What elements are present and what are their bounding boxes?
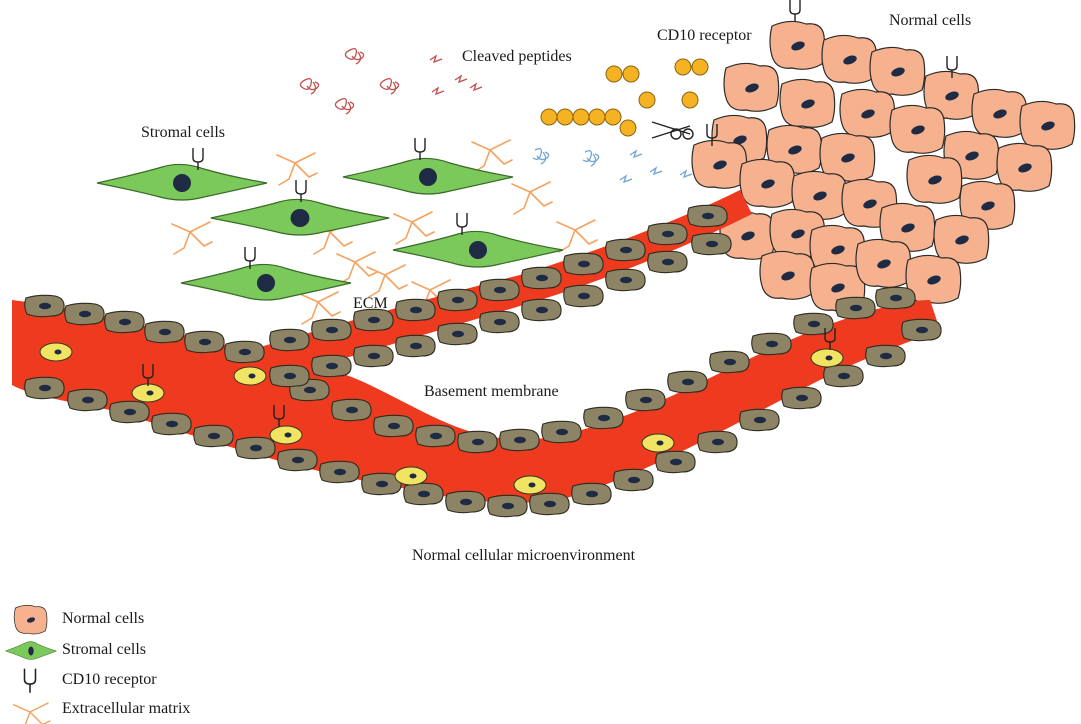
legend-item: CD10 receptor — [0, 667, 260, 695]
legend-label: Normal cells — [62, 610, 145, 627]
cleaved-peptides-blue — [532, 148, 693, 183]
legend-label: Stromal cells — [62, 641, 146, 658]
legend-label: CD10 receptor — [62, 671, 157, 688]
label-normal-cells: Normal cells — [889, 12, 972, 29]
legend-item: Extracellular matrix — [0, 696, 260, 724]
label-ecm: ECM — [353, 295, 388, 312]
label-cleaved-peptides: Cleaved peptides — [462, 48, 572, 65]
label-stromal-cells: Stromal cells — [141, 124, 225, 141]
label-basement-membrane: Basement membrane — [424, 383, 559, 400]
scissors-icon — [651, 121, 694, 140]
caption: Normal cellular microenvironment — [412, 547, 636, 564]
legend-label: Extracellular matrix — [62, 700, 191, 717]
peptide-chain — [540, 58, 709, 137]
label-cd10-receptor: CD10 receptor — [657, 27, 752, 44]
cleaved-peptides-red — [299, 48, 483, 115]
legend-item: Normal cells — [0, 606, 260, 634]
normal-cells-cluster — [691, 0, 1076, 312]
legend-item: Stromal cells — [0, 637, 260, 665]
stromal-cells — [96, 137, 564, 301]
